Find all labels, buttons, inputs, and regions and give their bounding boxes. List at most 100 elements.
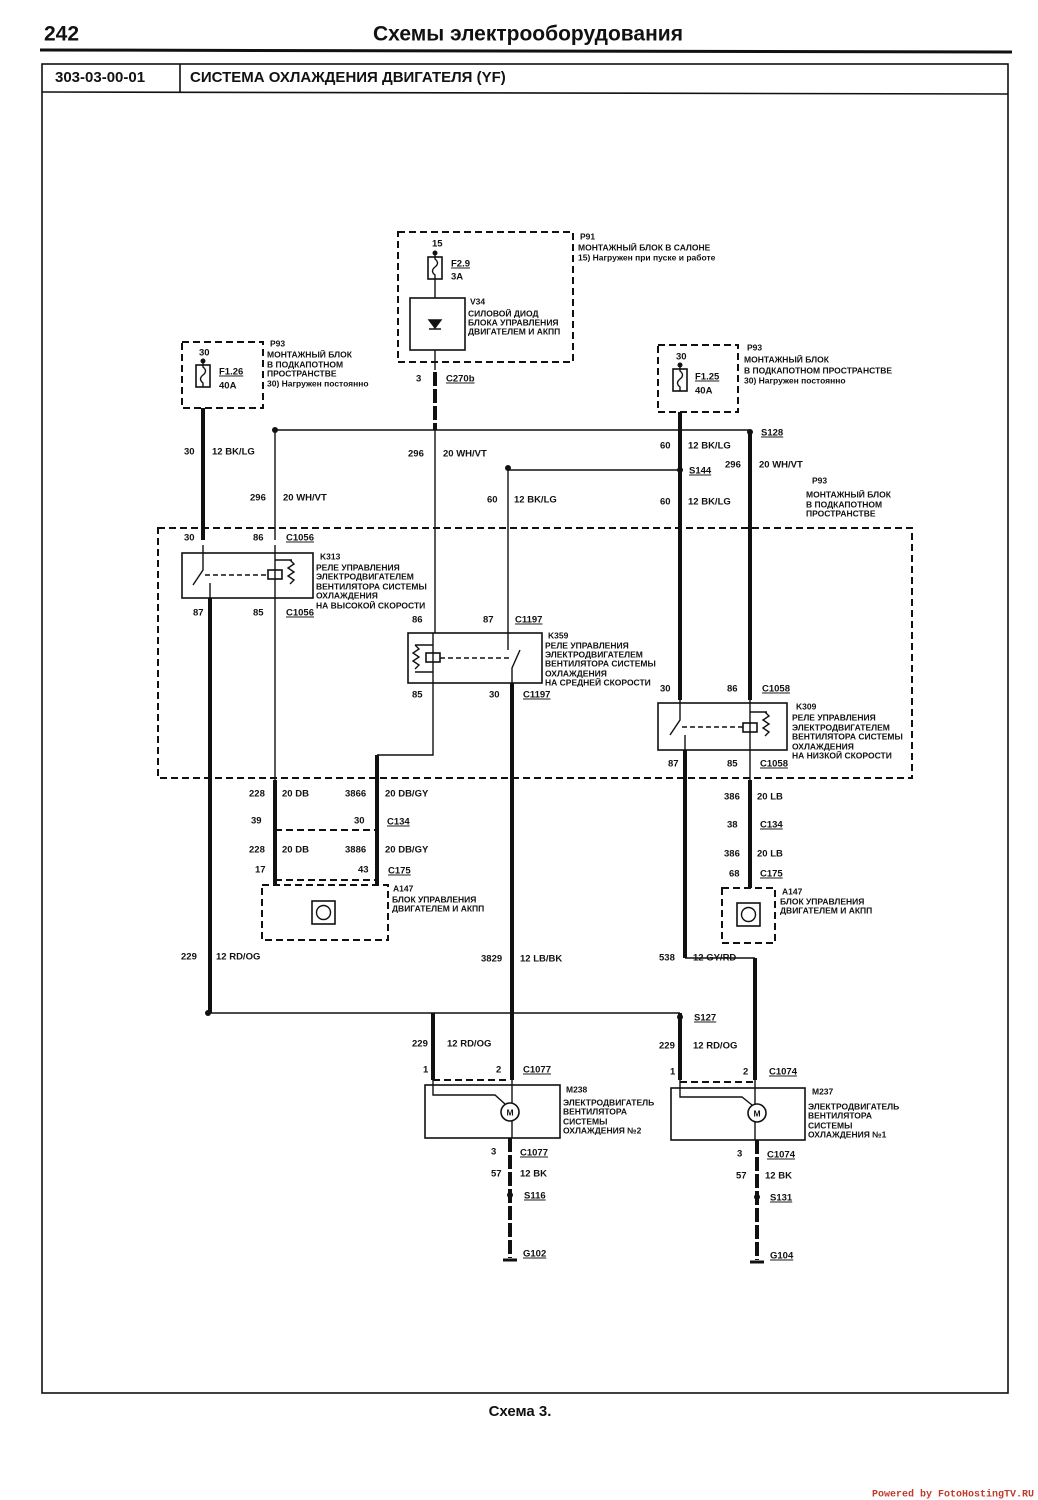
diagram-label: 20 DB/GY (385, 845, 429, 856)
diagram-label: НА СРЕДНЕЙ СКОРОСТИ (545, 676, 651, 687)
p91-fuse-block: P91 МОНТАЖНЫЙ БЛОК В САЛОНЕ 15) Нагружен… (397, 231, 716, 363)
diagram-label: M238 (566, 1084, 588, 1094)
diagram-label: C134 (387, 817, 410, 828)
diagram-line (261, 884, 389, 941)
diagram-label: СИЛОВОЙ ДИОД (468, 307, 539, 318)
diagram-label: ДВИГАТЕЛЕМ И АКПП (780, 905, 872, 915)
diagram-label: 40A (695, 386, 713, 397)
diagram-label: C1056 (286, 533, 314, 544)
diagram-label: K313 (320, 551, 341, 561)
diagram-label: G104 (770, 1251, 794, 1262)
diagram-line (670, 1087, 806, 1141)
diagram-label: P93 (270, 338, 285, 348)
diagram-label: S128 (761, 428, 783, 439)
resistor-icon (761, 711, 771, 737)
diagram-label: 20 LB (757, 792, 783, 803)
splice-dot (747, 429, 753, 435)
diagram-label: C175 (388, 866, 411, 877)
m237-fan-motor-1: M 1 2 C1074 3 C1074 M237 ЭЛЕКТРОДВИГАТЕЛ… (670, 1067, 899, 1161)
diagram-label: ЭЛЕКТРОДВИГАТЕЛЕМ (792, 722, 890, 732)
diagram-label: 15) Нагружен при пуске и работе (578, 252, 716, 262)
diagram-label: 20 WH/VT (443, 449, 487, 460)
section-title: СИСТЕМА ОХЛАЖДЕНИЯ ДВИГАТЕЛЯ (YF) (190, 69, 506, 86)
m238-fan-motor-2: M 1 2 C1077 3 C1077 M238 ЭЛЕКТРОДВИГАТЕЛ… (423, 1065, 654, 1159)
diagram-label: ЭЛЕКТРОДВИГАТЕЛЬ (563, 1097, 654, 1107)
diagram-label: 39 (251, 816, 262, 827)
diagram-label: C1077 (523, 1065, 551, 1076)
diagram-label: S144 (689, 466, 712, 477)
diagram-label: G102 (523, 1249, 546, 1260)
diagram-label: 12 BK (520, 1169, 547, 1180)
diagram-label: C1197 (515, 615, 542, 626)
diagram-line (432, 1080, 513, 1138)
p93-mid-label: P93 МОНТАЖНЫЙ БЛОК В ПОДКАПОТНОМ ПРОСТРА… (806, 475, 892, 518)
diagram-label: РЕЛЕ УПРАВЛЕНИЯ (545, 640, 629, 650)
diagram-label: 30 (676, 352, 687, 363)
diagram-label: 30 (489, 690, 500, 701)
diagram-line (315, 904, 332, 921)
ground-icon (503, 1258, 517, 1262)
diagram-label: C1074 (769, 1067, 798, 1078)
resistor-icon (411, 644, 421, 670)
diagram-label: P93 (812, 475, 827, 485)
diagram-label: НА НИЗКОЙ СКОРОСТИ (792, 749, 892, 760)
diagram-label: 30) Нагружен постоянно (744, 375, 846, 385)
diagram-line (181, 341, 264, 409)
motor-icon (500, 1102, 520, 1122)
diagram-label: БЛОКА УПРАВЛЕНИЯ (468, 317, 559, 327)
diagram-label: 3 (491, 1147, 496, 1158)
diagram-line (199, 361, 207, 387)
diagram-line (740, 906, 757, 923)
diagram-line (431, 253, 439, 279)
diagram-label: СИСТЕМЫ (808, 1120, 852, 1130)
diagram-label: ДВИГАТЕЛЕМ И АКПП (468, 326, 560, 336)
diagram-label: ОХЛАЖДЕНИЯ (545, 668, 607, 678)
diagram-label: ЭЛЕКТРОДВИГАТЕЛЕМ (545, 649, 643, 659)
diagram-label: 60 (487, 495, 498, 506)
diagram-label: F1.26 (219, 367, 243, 378)
diagram-label: 60 (660, 497, 671, 508)
diagram-line (657, 344, 739, 413)
diagram-label: 3 (737, 1149, 742, 1160)
diagram-label: P93 (747, 342, 762, 352)
diagram-label: 296 (250, 493, 266, 504)
a147-right-ecu: 38 C134 68 C175 A147 БЛОК УПРАВЛЕНИЯ ДВИ… (721, 820, 872, 944)
diagram-line (409, 297, 466, 351)
splice-dot (272, 427, 278, 433)
k309-low-speed-relay: 30 86 C1058 87 85 C1058 K309 РЕЛЕ УПРАВЛ… (657, 684, 903, 770)
splice-dot (677, 467, 683, 473)
diagram-label: 30 (660, 684, 671, 695)
diagram-label: 87 (483, 615, 494, 626)
frame (41, 63, 1009, 1394)
diagram-line (679, 1080, 756, 1140)
diagram-label: 60 (660, 441, 671, 452)
diagram-label: 20 DB/GY (385, 789, 429, 800)
diagram-label: ВЕНТИЛЯТОРА СИСТЕМЫ (316, 581, 427, 591)
diagram-label: ДВИГАТЕЛЕМ И АКПП (392, 903, 484, 913)
section-row-divider (41, 91, 1009, 95)
diagram-label: СИСТЕМЫ (563, 1116, 607, 1126)
relay-coil-icon (267, 569, 283, 580)
diagram-label: 386 (724, 792, 740, 803)
page-number: 242 (44, 23, 79, 46)
diagram-label: 30) Нагружен постоянно (267, 378, 369, 388)
diagram-label: ОХЛАЖДЕНИЯ №1 (808, 1129, 887, 1139)
diode-icon (427, 319, 443, 330)
diagram-label: 3829 (481, 954, 502, 965)
diagram-line (192, 545, 292, 598)
diagram-label: V34 (470, 296, 485, 306)
diagram-label: 229 (659, 1041, 675, 1052)
diagram-label: S127 (694, 1013, 716, 1024)
diagram-label: В ПОДКАПОТНОМ ПРОСТРАНСТВЕ (744, 365, 892, 375)
diagram-label: C175 (760, 869, 783, 880)
diagram-label: ВЕНТИЛЯТОРА СИСТЕМЫ (792, 731, 903, 741)
diagram-label: C1197 (523, 690, 550, 701)
splice-dot (205, 1010, 211, 1016)
diagram-line (181, 552, 314, 599)
diagram-label: 12 GY/RD (693, 953, 736, 964)
resistor-icon (286, 559, 296, 585)
diagram-label: ОХЛАЖДЕНИЯ №2 (563, 1125, 642, 1135)
diagram-label: ОХЛАЖДЕНИЯ (316, 590, 378, 600)
